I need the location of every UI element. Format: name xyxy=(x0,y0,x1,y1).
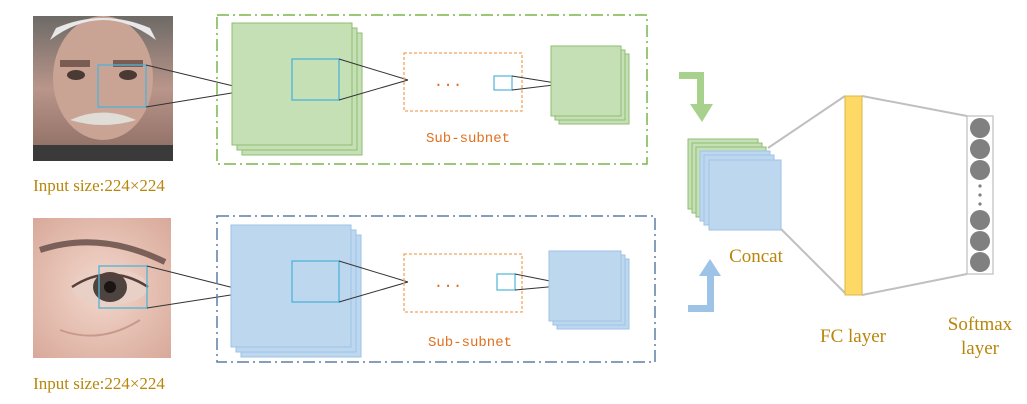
ellipsis-dot xyxy=(978,193,982,197)
concat-label: Concat xyxy=(729,246,784,267)
feature-stack-large-green xyxy=(231,22,363,156)
eye-crop-box xyxy=(98,265,148,309)
feature-stack-small-green xyxy=(550,45,630,125)
face-photo xyxy=(33,16,173,161)
input-size-label-2: Input size:224×224 xyxy=(33,374,165,393)
fc-layer-label: FC layer xyxy=(820,326,887,347)
connector-line xyxy=(780,228,846,294)
softmax-node xyxy=(970,160,990,180)
softmax-node xyxy=(970,139,990,159)
softmax-node xyxy=(970,118,990,138)
ellipsis-bottom: ... xyxy=(434,274,463,292)
sub-subnet-label-bottom: Sub-subnet xyxy=(428,335,512,351)
connector-line xyxy=(861,273,968,296)
subnet-box-bottom xyxy=(216,215,656,363)
feature-stack-small-blue xyxy=(548,250,630,330)
eye-region-photo xyxy=(33,218,171,358)
projection-line xyxy=(338,260,409,283)
sub-subnet-box-bottom xyxy=(403,253,523,313)
kernel-box-small xyxy=(493,75,513,91)
input-size-label-1: Input size:224×224 xyxy=(33,176,165,195)
ellipsis-top: ... xyxy=(434,73,463,91)
softmax-node xyxy=(970,231,990,251)
fc-layer-bar xyxy=(844,95,863,296)
feature-stack-large-blue xyxy=(230,224,362,358)
projection-line xyxy=(338,58,409,81)
connector-line xyxy=(861,95,968,117)
kernel-box xyxy=(291,58,340,101)
sub-subnet-box-top xyxy=(403,52,523,112)
kernel-box xyxy=(291,260,340,303)
face-crop-box xyxy=(97,64,147,108)
softmax-node xyxy=(970,252,990,272)
arrow-up-icon xyxy=(688,259,721,312)
subnet-box-top xyxy=(216,14,648,165)
ellipsis-dot xyxy=(978,184,982,188)
softmax-label-line1: Softmax xyxy=(948,314,1013,335)
sub-subnet-label-top: Sub-subnet xyxy=(426,131,510,147)
projection-line xyxy=(338,281,409,303)
ellipsis-dot xyxy=(978,202,982,206)
connector-line xyxy=(767,95,846,149)
projection-line xyxy=(338,79,409,101)
kernel-box-small xyxy=(496,273,516,291)
concat-stack xyxy=(687,138,782,231)
softmax-node xyxy=(970,210,990,230)
softmax-label-line2: layer xyxy=(961,338,1000,359)
arrow-down-icon xyxy=(679,72,713,122)
